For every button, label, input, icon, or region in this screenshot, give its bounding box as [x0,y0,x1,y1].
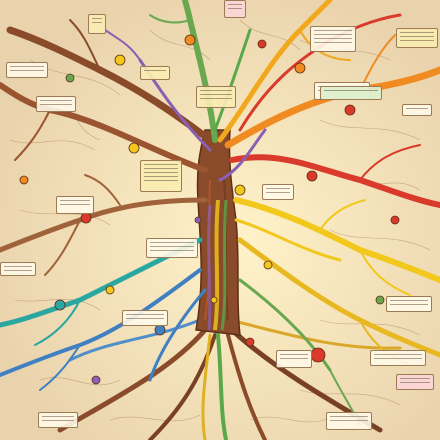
note-box [122,310,168,326]
note-box [56,196,94,214]
note-box [326,412,372,430]
note-box [386,296,432,312]
note-box [370,350,426,366]
note-box [396,28,438,48]
note-box [224,0,246,18]
note-box [36,96,76,112]
note-box [262,184,294,200]
note-box [0,262,36,276]
branch-nodes [19,34,400,385]
note-box [276,350,312,368]
note-box [140,160,182,192]
trunk-color-stripe [213,199,220,331]
note-box [320,86,382,100]
note-box [38,412,78,428]
note-box [396,374,434,390]
note-box [402,104,432,116]
note-box [140,66,170,80]
note-box [310,26,356,52]
note-box [6,62,48,78]
note-box [88,14,106,34]
note-box [196,86,236,108]
note-box [146,238,198,258]
